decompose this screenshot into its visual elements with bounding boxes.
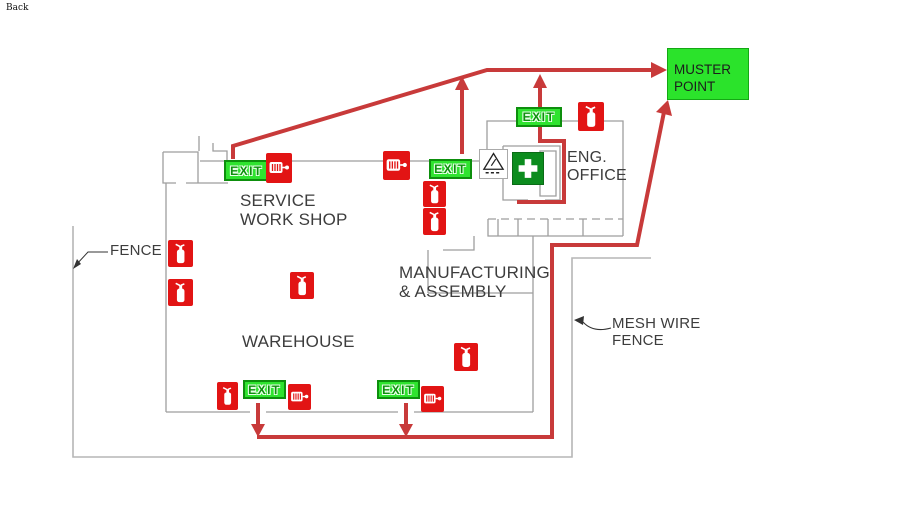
route-arrowheads [251, 62, 672, 437]
label-service-workshop: SERVICE WORK SHOP [240, 191, 348, 230]
hose-reel-icon [383, 151, 410, 180]
leader-lines [73, 251, 612, 330]
exit-sign-icon: EXIT [224, 160, 269, 181]
fire-extinguisher-icon [290, 272, 314, 299]
exit-sign-icon: EXIT [377, 380, 420, 399]
hose-reel-icon [288, 384, 311, 410]
back-button[interactable]: Back [6, 3, 29, 13]
label-eng-office: ENG. OFFICE [567, 149, 627, 184]
muster-point-sign: MUSTER POINT [667, 48, 749, 100]
first-aid-icon [512, 152, 544, 185]
fire-extinguisher-icon [578, 102, 604, 131]
fire-extinguisher-icon [217, 382, 238, 410]
fire-extinguisher-icon [454, 343, 478, 371]
label-manufacturing-assembly: MANUFACTURING & ASSEMBLY [399, 263, 550, 302]
fire-extinguisher-icon [168, 240, 193, 267]
exit-sign-icon: EXIT [243, 380, 286, 399]
fire-extinguisher-icon [423, 181, 446, 207]
warning-sign-icon [479, 149, 508, 179]
exit-sign-icon: EXIT [516, 107, 562, 127]
hose-reel-icon [266, 153, 292, 183]
fire-extinguisher-icon [168, 279, 193, 306]
fire-extinguisher-icon [423, 208, 446, 235]
fence-line [72, 226, 651, 458]
hose-reel-icon [421, 386, 444, 412]
wall-segments [162, 120, 624, 413]
route-bottom [257, 111, 666, 439]
exit-sign-icon: EXIT [429, 159, 472, 179]
label-warehouse: WAREHOUSE [242, 332, 355, 351]
label-fence: FENCE [110, 242, 162, 259]
label-mesh-wire-fence: MESH WIRE FENCE [612, 315, 701, 349]
route-top [231, 68, 652, 159]
